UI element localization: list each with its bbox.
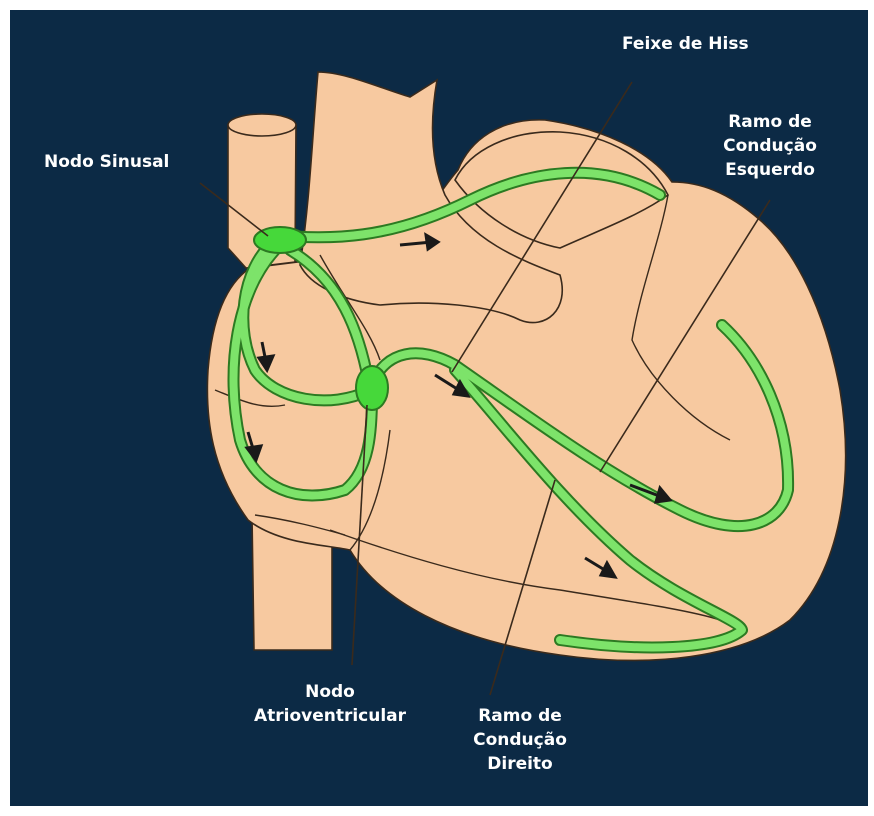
label-ramo-esquerdo: Ramo de Condução Esquerdo [700,110,840,182]
label-ramo-direito: Ramo de Condução Direito [445,704,595,776]
label-feixe-de-hiss: Feixe de Hiss [622,32,749,56]
atrioventricular-node [356,366,388,410]
label-nodo-sinusal: Nodo Sinusal [44,150,169,174]
vena-cava-opening [228,114,296,136]
label-nodo-atrioventricular: Nodo Atrioventricular [235,680,425,728]
